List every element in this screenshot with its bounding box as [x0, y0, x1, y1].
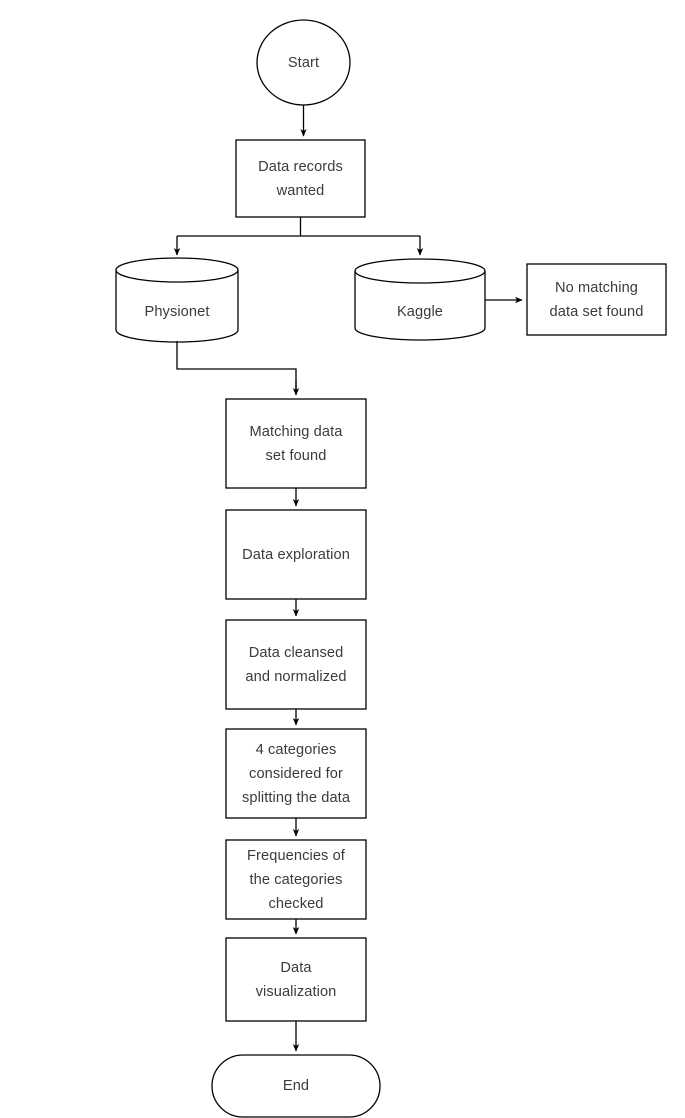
node-no-match-shape[interactable]: [526, 263, 667, 336]
node-data-cleansed-shape[interactable]: [225, 619, 367, 710]
node-frequencies-shape[interactable]: [225, 839, 367, 920]
edge-physionet-to-matching: [176, 341, 297, 394]
node-physionet-shape[interactable]: [115, 257, 239, 343]
node-data-records-wanted-shape[interactable]: [235, 139, 366, 218]
node-data-exploration-shape[interactable]: [225, 509, 367, 600]
node-kaggle-shape[interactable]: [354, 258, 486, 341]
edge-data-records-split: [177, 217, 420, 237]
node-matching-found-shape[interactable]: [225, 398, 367, 489]
node-four-categories-shape[interactable]: [225, 728, 367, 819]
node-start-shape[interactable]: [256, 19, 351, 106]
node-data-visualization-shape[interactable]: [225, 937, 367, 1022]
node-end-shape[interactable]: [211, 1054, 381, 1118]
